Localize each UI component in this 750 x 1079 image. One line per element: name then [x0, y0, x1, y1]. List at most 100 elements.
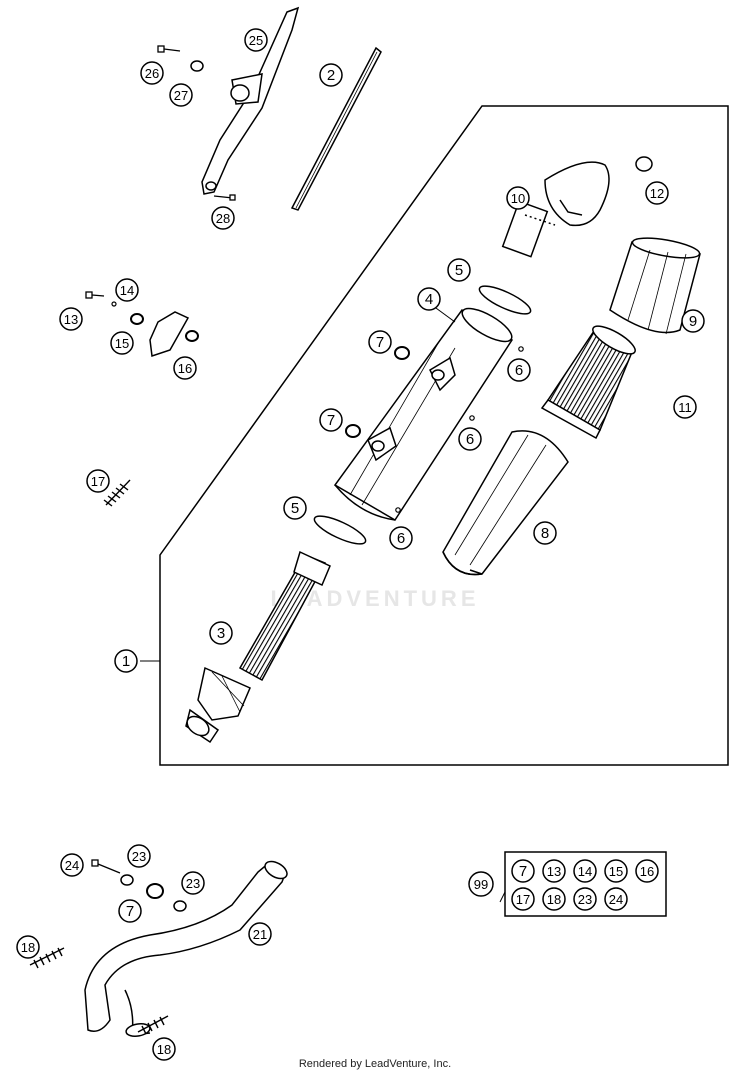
part-7-nut-b: [345, 424, 361, 438]
callout-7-label: 7: [126, 903, 134, 920]
callout-6-label: 6: [397, 530, 405, 547]
footer-credit: Rendered by LeadVenture, Inc.: [298, 1058, 452, 1070]
callout-16-circle: [173, 356, 197, 380]
part-4-silencer-body: [333, 307, 514, 522]
part-9-sleeve: [609, 237, 701, 335]
callout-24-label: 24: [65, 858, 79, 873]
callout-4-label: 4: [425, 291, 433, 308]
part-3-core: [185, 550, 331, 744]
callout-7-label: 7: [519, 863, 527, 880]
callout-15-circle: [604, 859, 628, 883]
callout-15-circle: [110, 331, 134, 355]
callout-10-circle: [506, 186, 530, 210]
callout-18-label: 18: [547, 892, 561, 907]
callout-17-label: 17: [516, 892, 530, 907]
callout-7-circle: [319, 408, 343, 432]
callout-9-label: 9: [689, 313, 697, 330]
callout-17-circle: [86, 469, 110, 493]
callout-3-circle: [209, 621, 233, 645]
callout-17-label: 17: [91, 474, 105, 489]
callout-6-label: 6: [515, 362, 523, 379]
callout-27-circle: [169, 83, 193, 107]
part-13-bolt: [85, 291, 105, 299]
part-23-washer-b: [173, 900, 187, 912]
callout-7-circle: [368, 330, 392, 354]
callout-23-circle: [573, 887, 597, 911]
callout-13-label: 13: [547, 864, 561, 879]
callout-14-label: 14: [578, 864, 592, 879]
part-6-rivet-c: [395, 507, 401, 513]
callout-27-label: 27: [174, 88, 188, 103]
callout-6-circle: [389, 526, 413, 550]
part-18-spring-b: [137, 1015, 169, 1035]
callout-12-label: 12: [650, 186, 664, 201]
callout-6-circle: [507, 358, 531, 382]
part-7-nut-c: [146, 883, 164, 899]
callout-10-label: 10: [511, 191, 525, 206]
callout-13-circle: [542, 859, 566, 883]
part-26-bolt: [157, 45, 181, 53]
callout-5-label: 5: [291, 500, 299, 517]
callout-5-label: 5: [455, 262, 463, 279]
callout-5-circle: [447, 258, 471, 282]
part-5-ring-lower: [313, 515, 367, 545]
part-2-plate: [290, 46, 382, 211]
callout-18-circle: [542, 887, 566, 911]
part-6-rivet-a: [518, 346, 524, 352]
part-25-bracket: [201, 6, 300, 195]
callout-23-label: 23: [578, 892, 592, 907]
callout-1-label: 1: [122, 653, 130, 670]
callout-23-label: 23: [186, 876, 200, 891]
callout-23-label: 23: [132, 849, 146, 864]
part-10-end-cap: [501, 161, 610, 258]
part-16-nut: [185, 330, 199, 342]
callout-2-circle: [319, 63, 343, 87]
callout-7-label: 7: [327, 412, 335, 429]
part-24-bolt: [91, 859, 121, 874]
callout-28-circle: [211, 206, 235, 230]
callout-15-label: 15: [609, 864, 623, 879]
callout-7-circle: [118, 899, 142, 923]
part-23-washer-a: [120, 874, 134, 886]
part-15-nut: [130, 313, 144, 325]
callout-18-circle: [16, 935, 40, 959]
callout-1-circle: [114, 649, 138, 673]
callout-21-circle: [248, 922, 272, 946]
part-18-spring-a: [29, 947, 65, 969]
callout-15-label: 15: [115, 336, 129, 351]
silencer-assembly-frame: [159, 105, 729, 766]
callout-16-label: 16: [178, 361, 192, 376]
callout-23-circle: [181, 871, 205, 895]
part-7-nut-a: [394, 346, 410, 360]
callout-23-circle: [127, 844, 151, 868]
callout-99-label: 99: [474, 877, 488, 892]
callout-25-label: 25: [249, 33, 263, 48]
callout-6-label: 6: [466, 431, 474, 448]
callout-11-label: 11: [678, 400, 692, 415]
callout-24-label: 24: [609, 892, 623, 907]
callout-5-circle: [283, 496, 307, 520]
callout-21-label: 21: [253, 927, 267, 942]
callout-28-label: 28: [216, 211, 230, 226]
callout-99-circle: [468, 871, 494, 897]
callout-24-circle: [604, 887, 628, 911]
part-27-washer: [190, 60, 204, 72]
callout-26-circle: [140, 61, 164, 85]
callout-18-circle: [152, 1037, 176, 1061]
callout-13-label: 13: [64, 312, 78, 327]
callout-6-circle: [458, 427, 482, 451]
callout-3-label: 3: [217, 625, 225, 642]
callout-14-label: 14: [120, 283, 134, 298]
callout-14-circle: [573, 859, 597, 883]
callout-18-label: 18: [21, 940, 35, 955]
part-6-rivet-b: [469, 415, 475, 421]
callout-17-circle: [511, 887, 535, 911]
callout-12-circle: [645, 181, 669, 205]
callout-14-circle: [115, 278, 139, 302]
callout-7-circle: [511, 859, 535, 883]
callout-2-label: 2: [327, 67, 335, 84]
part-17-spring: [103, 479, 131, 507]
part-8-sleeve: [442, 430, 569, 576]
callout-16-circle: [635, 859, 659, 883]
callout-16-label: 16: [640, 864, 654, 879]
